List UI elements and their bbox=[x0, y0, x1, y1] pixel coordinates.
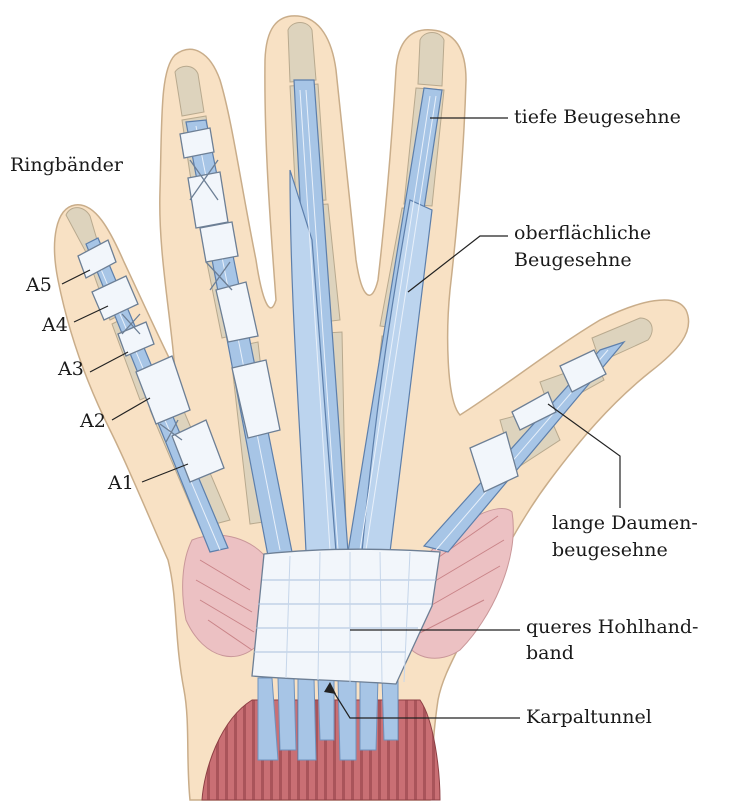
label-queres-hohlhandband-2: band bbox=[526, 642, 574, 664]
leader-karpal bbox=[329, 685, 520, 719]
transverse-carpal-ligament bbox=[251, 548, 441, 685]
label-lange-daumen-1: lange Daumen- bbox=[552, 512, 698, 534]
leader-a2 bbox=[111, 397, 151, 421]
karpal-arrow bbox=[324, 682, 336, 694]
pulley-a5 bbox=[77, 239, 117, 279]
label-karpaltunnel: Karpaltunnel bbox=[526, 706, 652, 728]
leader-a5 bbox=[61, 269, 91, 285]
label-a3: A3 bbox=[58, 358, 84, 380]
leader-daumen bbox=[547, 403, 621, 508]
label-oberflaechliche-2: Beugesehne bbox=[514, 249, 632, 271]
label-lange-daumen-2: beugesehne bbox=[552, 539, 668, 561]
pulley-a3 bbox=[117, 321, 155, 357]
thenar-muscles bbox=[182, 508, 514, 659]
leader-a1 bbox=[141, 463, 189, 483]
label-tiefe-beugesehne: tiefe Beugesehne bbox=[514, 106, 681, 128]
label-a2: A2 bbox=[80, 410, 106, 432]
pulley-a4 bbox=[91, 275, 139, 321]
annular-pulleys bbox=[77, 127, 607, 493]
leader-oberflaechlich bbox=[407, 235, 508, 293]
label-a1: A1 bbox=[108, 472, 134, 494]
pulley-a1 bbox=[171, 419, 225, 483]
leader-a3 bbox=[89, 351, 129, 373]
leader-a4 bbox=[73, 305, 109, 323]
label-a5: A5 bbox=[26, 274, 52, 296]
label-a4: A4 bbox=[42, 314, 68, 336]
label-ringbaender: Ringbänder bbox=[10, 154, 123, 176]
leader-lines bbox=[61, 117, 621, 719]
label-queres-hohlhandband-1: queres Hohlhand- bbox=[526, 616, 699, 638]
pulley-a2 bbox=[135, 355, 191, 425]
label-oberflaechliche-1: oberflächliche bbox=[514, 222, 652, 244]
carpal-tendons bbox=[257, 677, 399, 761]
